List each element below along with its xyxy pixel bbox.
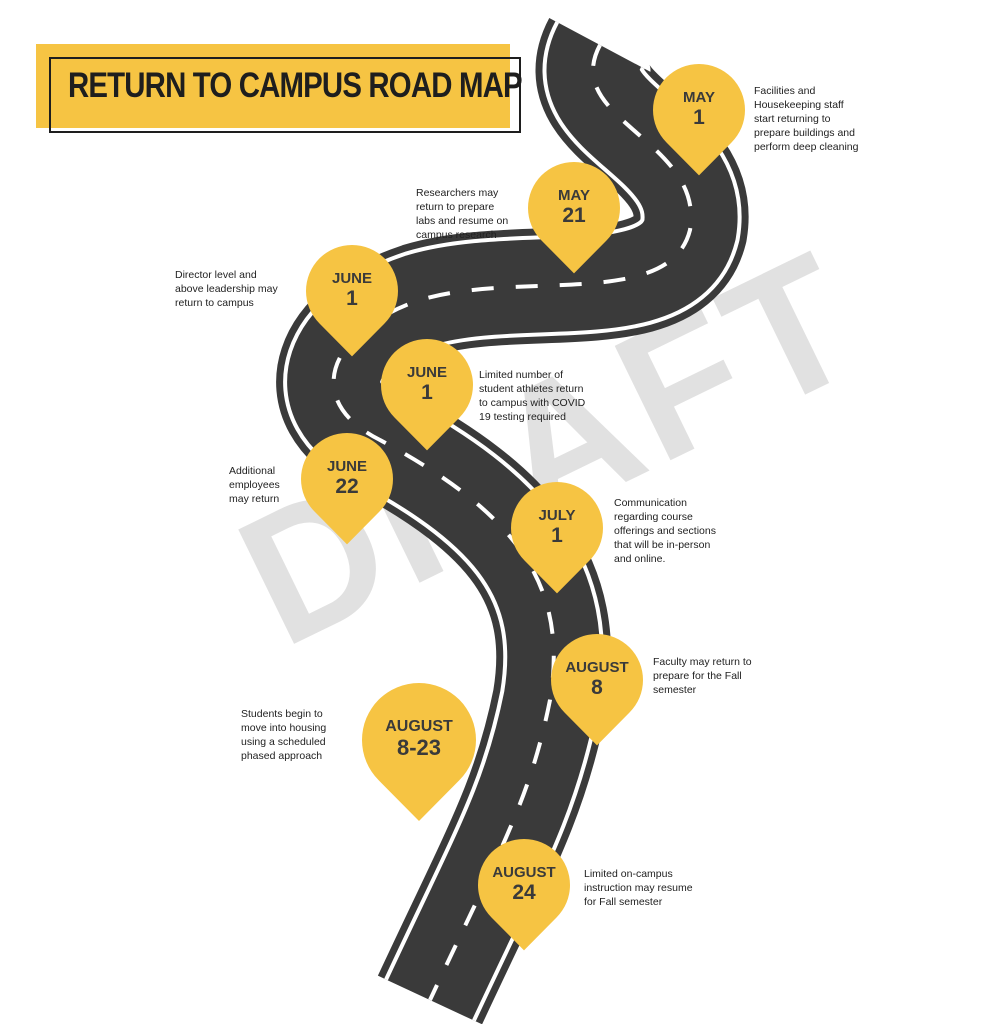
milestone-description-line: start returning to [754,113,831,125]
milestone-pin [306,244,398,357]
milestone-description-line: above leadership may [175,283,278,295]
milestone-description-line: and online. [614,553,666,565]
milestone-day: 1 [421,381,433,404]
page-title: RETURN TO CAMPUS ROAD MAP [68,66,523,105]
milestone-description-line: employees [229,479,280,491]
milestone-description: Additional employees may return [229,464,280,506]
milestone-month: JUNE [406,364,447,381]
milestone-description-line: Director level and [175,269,257,281]
milestone-pin [477,838,570,951]
milestone-month: JUNE [331,270,372,287]
milestone-day: 1 [346,287,358,310]
milestone-day: 8-23 [396,735,442,760]
milestone-description-line: to campus with COVID [479,397,586,409]
milestone-month: JULY [538,507,576,524]
milestone-month: AUGUST [565,659,629,676]
milestone-pin [511,481,603,594]
milestone-month: AUGUST [492,864,556,881]
milestone-pin [551,633,643,746]
milestone-description-line: may return [229,493,280,505]
milestone-description: Communication regarding course offerings a… [614,496,716,566]
milestone-description: Researchers may return to prepare labs and… [416,186,508,242]
milestone-description-line: Researchers may [416,187,499,199]
milestone-description-line: regarding course [614,511,693,523]
milestone-description: Limited number of student athletes return… [479,368,585,424]
title-frame [49,57,521,133]
milestone-description-line: student athletes return [479,383,584,395]
milestone-description-line: perform deep cleaning [754,141,859,153]
milestone-day: 24 [512,881,536,904]
milestone-description-line: prepare buildings and [754,127,855,139]
milestone-description-line: Limited on-campus [584,868,673,880]
milestone-pin [528,161,620,274]
milestone-day: 1 [551,524,563,547]
milestone-description-line: that will be in-person [614,539,711,551]
milestone-month: AUGUST [385,718,453,735]
milestone-day: 22 [335,475,359,498]
milestone-description-line: labs and resume on [416,215,509,227]
milestone-pin [362,682,476,821]
milestone-description-line: offerings and sections [614,525,716,537]
milestone-day: 1 [693,106,705,129]
milestone-month: MAY [558,187,590,204]
milestone-pins [300,63,745,951]
milestone-description-line: Limited number of [479,369,564,381]
milestone-description-line: Additional [229,465,276,477]
milestone-description-line: campus research [416,229,497,241]
milestone-description-line: 19 testing required [479,411,566,423]
milestone-description: Limited on-campus instruction may resume f… [584,867,693,909]
milestone-description-line: Students begin to [241,708,323,720]
milestone-description-line: instruction may resume [584,882,693,894]
milestone-day: 21 [562,204,586,227]
milestone-pin [300,432,393,545]
milestone-description-line: phased approach [241,750,323,762]
milestone-month: MAY [683,89,715,106]
milestone-description-line: Communication [614,497,687,509]
milestone-description-line: using a scheduled [241,736,326,748]
milestone-description-line: return to prepare [416,201,495,213]
milestone-description: Students begin to move into housing using … [241,707,326,763]
milestone-description-line: semester [653,684,697,696]
milestone-description-line: move into housing [241,722,327,734]
milestone-description-line: prepare for the Fall [653,670,742,682]
milestone-description-line: for Fall semester [584,896,663,908]
milestone-description: Faculty may return to prepare for the Fal… [653,655,752,697]
milestone-description: Director level and above leadership may re… [175,268,278,310]
milestone-description-line: Faculty may return to [653,656,752,668]
road-body [276,18,749,1024]
milestone-day: 8 [591,676,603,699]
milestone-description-line: Facilities and [754,85,816,97]
milestone-month: JUNE [326,458,367,475]
milestone-description-line: Housekeeping staff [754,99,844,111]
milestone-pin [653,63,745,176]
milestone-pin [381,338,473,451]
milestone-description-line: return to campus [175,297,254,309]
